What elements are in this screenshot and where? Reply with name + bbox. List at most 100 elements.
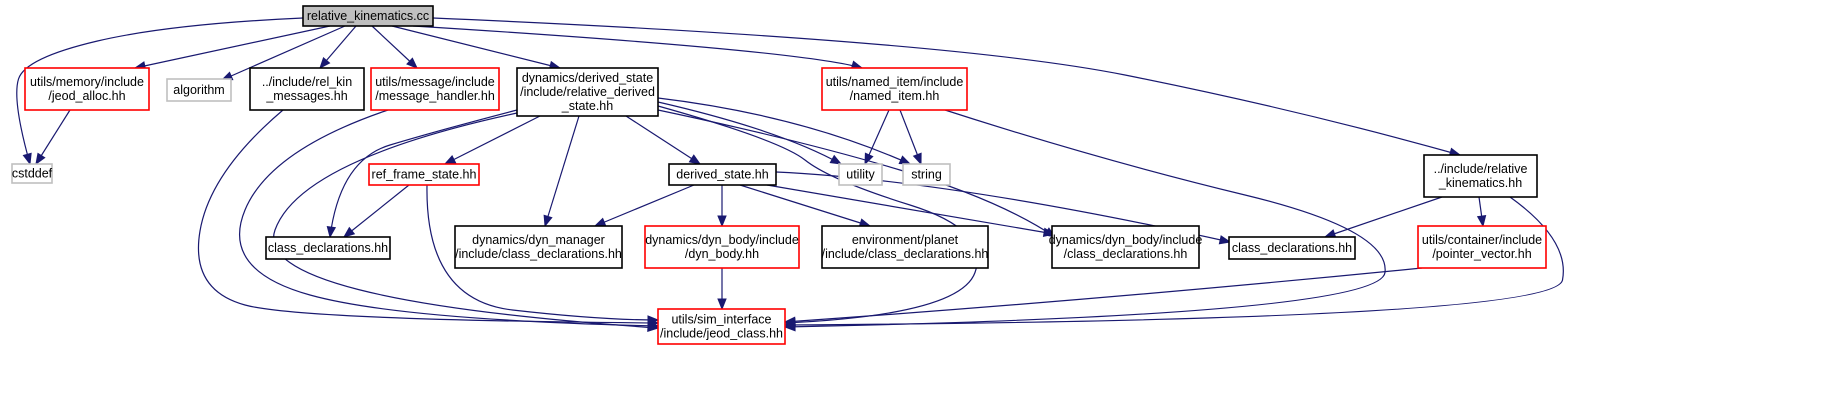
- edge-arrowhead: [443, 155, 457, 165]
- edge-line: [35, 109, 71, 165]
- node-label-line: _state.hh: [561, 99, 613, 113]
- edge-line: [343, 184, 410, 238]
- edge-arrowhead: [688, 154, 702, 165]
- edge-arrowhead: [912, 152, 922, 166]
- edge-arrowhead: [326, 225, 337, 239]
- edge-ref_frame_state-to-jeod_class: [426, 184, 660, 325]
- edge-line: [594, 184, 695, 227]
- node-label-line: dynamics/dyn_body/include: [645, 233, 799, 247]
- node-label-line: /jeod_alloc.hh: [48, 89, 125, 103]
- node-jeod-class[interactable]: utils/sim_interface/include/jeod_class.h…: [657, 308, 786, 345]
- edge-derived_state-to-dyn_manager_class_decl: [593, 184, 695, 227]
- edge-relative_derived_state-to-dyn_manager_class_decl: [543, 115, 580, 228]
- edge-relative_derived_state-to-ref_frame_state: [443, 115, 541, 165]
- edge-root-to-rel_kin_messages: [319, 25, 357, 70]
- node-label-line: environment/planet: [852, 233, 959, 247]
- edge-line: [197, 109, 659, 324]
- node-string: string: [902, 163, 951, 186]
- node-label-line: cstddef: [12, 167, 53, 181]
- node-box: [1423, 154, 1538, 198]
- node-label-line: /dyn_body.hh: [685, 247, 759, 261]
- node-label-line: /include/relative_derived: [520, 85, 655, 99]
- node-relative-kinematics-hh[interactable]: ../include/relative_kinematics.hh: [1423, 154, 1538, 198]
- edge-arrowhead: [647, 315, 660, 325]
- edge-line: [657, 109, 1056, 238]
- edge-named_item-to-string: [899, 109, 922, 166]
- node-label-line: /pointer_vector.hh: [1432, 247, 1531, 261]
- node-box: [838, 163, 883, 186]
- edge-line: [625, 115, 701, 165]
- node-label-line: utils/memory/include: [30, 75, 144, 89]
- edge-relative_derived_state-to-jeod_class: [657, 105, 978, 328]
- node-box: [1051, 225, 1200, 269]
- node-label-line: /include/class_declarations.hh: [455, 247, 622, 261]
- edge-relative_derived_state-to-class_decl_a: [326, 109, 518, 239]
- edge-root-to-message_handler: [371, 25, 418, 69]
- node-box: [902, 163, 951, 186]
- node-box: [454, 225, 623, 269]
- node-ref-frame-state[interactable]: ref_frame_state.hh: [368, 163, 480, 186]
- edge-line: [239, 109, 659, 327]
- edge-line: [432, 17, 1461, 156]
- edge-ref_frame_state-to-class_decl_a: [342, 184, 410, 238]
- node-box: [265, 236, 391, 260]
- node-jeod-alloc[interactable]: utils/memory/include/jeod_alloc.hh: [24, 67, 150, 111]
- node-label-line: derived_state.hh: [676, 168, 768, 182]
- node-derived-state[interactable]: derived_state.hh: [668, 163, 777, 186]
- edge-line: [134, 25, 331, 69]
- edge-named_item-to-jeod_class: [783, 109, 1386, 332]
- node-label-line: /named_item.hh: [850, 89, 940, 103]
- edge-arrowhead: [22, 152, 32, 166]
- node-label-line: utility: [846, 168, 875, 182]
- node-dyn-body-class-decl[interactable]: dynamics/dyn_body/include/class_declarat…: [1049, 225, 1203, 269]
- edge-line: [1324, 196, 1443, 238]
- edge-message_handler-to-jeod_class: [239, 109, 660, 331]
- node-label-line: _kinematics.hh: [1438, 176, 1522, 190]
- edge-line: [16, 17, 304, 165]
- node-label-line: dynamics/dyn_manager: [472, 233, 605, 247]
- edge-root-to-cstddef: [16, 17, 304, 166]
- node-dyn-manager-class-decl[interactable]: dynamics/dyn_manager/include/class_decla…: [454, 225, 623, 269]
- node-label-line: ref_frame_state.hh: [372, 168, 477, 182]
- node-algorithm: algorithm: [166, 78, 232, 102]
- node-relative-derived-state[interactable]: dynamics/derived_state/include/relative_…: [516, 67, 659, 117]
- node-rel-kin-messages[interactable]: ../include/rel_kin_messages.hh: [249, 67, 365, 111]
- edge-arrowhead: [342, 226, 356, 238]
- edge-line: [657, 97, 911, 165]
- node-planet-class-decl[interactable]: environment/planet/include/class_declara…: [821, 225, 989, 269]
- node-label-line: dynamics/dyn_body/include: [1049, 233, 1203, 247]
- node-cstddef: cstddef: [11, 163, 53, 184]
- edge-arrowhead: [898, 155, 912, 165]
- edge-arrowhead: [783, 316, 796, 326]
- node-pointer-vector[interactable]: utils/container/include/pointer_vector.h…: [1417, 225, 1547, 269]
- node-box: [249, 67, 365, 111]
- edge-arrowhead: [543, 214, 553, 228]
- edge-dyn_body-to-jeod_class: [717, 268, 727, 311]
- node-box: [1228, 236, 1356, 260]
- node-named-item[interactable]: utils/named_item/include/named_item.hh: [821, 67, 968, 111]
- node-root[interactable]: relative_kinematics.cc: [302, 5, 434, 27]
- node-message-handler[interactable]: utils/message/include/message_handler.hh: [370, 67, 500, 111]
- node-box: [668, 163, 777, 186]
- edge-jeod_alloc-to-cstddef: [35, 109, 71, 166]
- node-box: [657, 308, 786, 345]
- node-class-decl-b[interactable]: class_declarations.hh: [1228, 236, 1356, 260]
- node-box: [370, 67, 500, 111]
- edge-relative_derived_state-to-derived_state: [625, 115, 702, 165]
- node-box: [166, 78, 232, 102]
- node-class-decl-a[interactable]: class_declarations.hh: [265, 236, 391, 260]
- node-box: [516, 67, 659, 117]
- edge-arrowhead: [717, 298, 727, 311]
- edge-line: [784, 109, 1386, 328]
- edge-arrowhead: [406, 57, 418, 69]
- node-label-line: ../include/rel_kin: [262, 75, 352, 89]
- node-box: [644, 225, 800, 269]
- node-label-line: relative_kinematics.cc: [307, 9, 429, 23]
- node-dyn-body[interactable]: dynamics/dyn_body/include/dyn_body.hh: [644, 225, 800, 269]
- node-box: [368, 163, 480, 186]
- node-label-line: class_declarations.hh: [268, 241, 388, 255]
- edge-named_item-to-utility: [864, 109, 890, 166]
- node-box: [11, 163, 53, 184]
- edge-arrowhead: [1218, 235, 1232, 245]
